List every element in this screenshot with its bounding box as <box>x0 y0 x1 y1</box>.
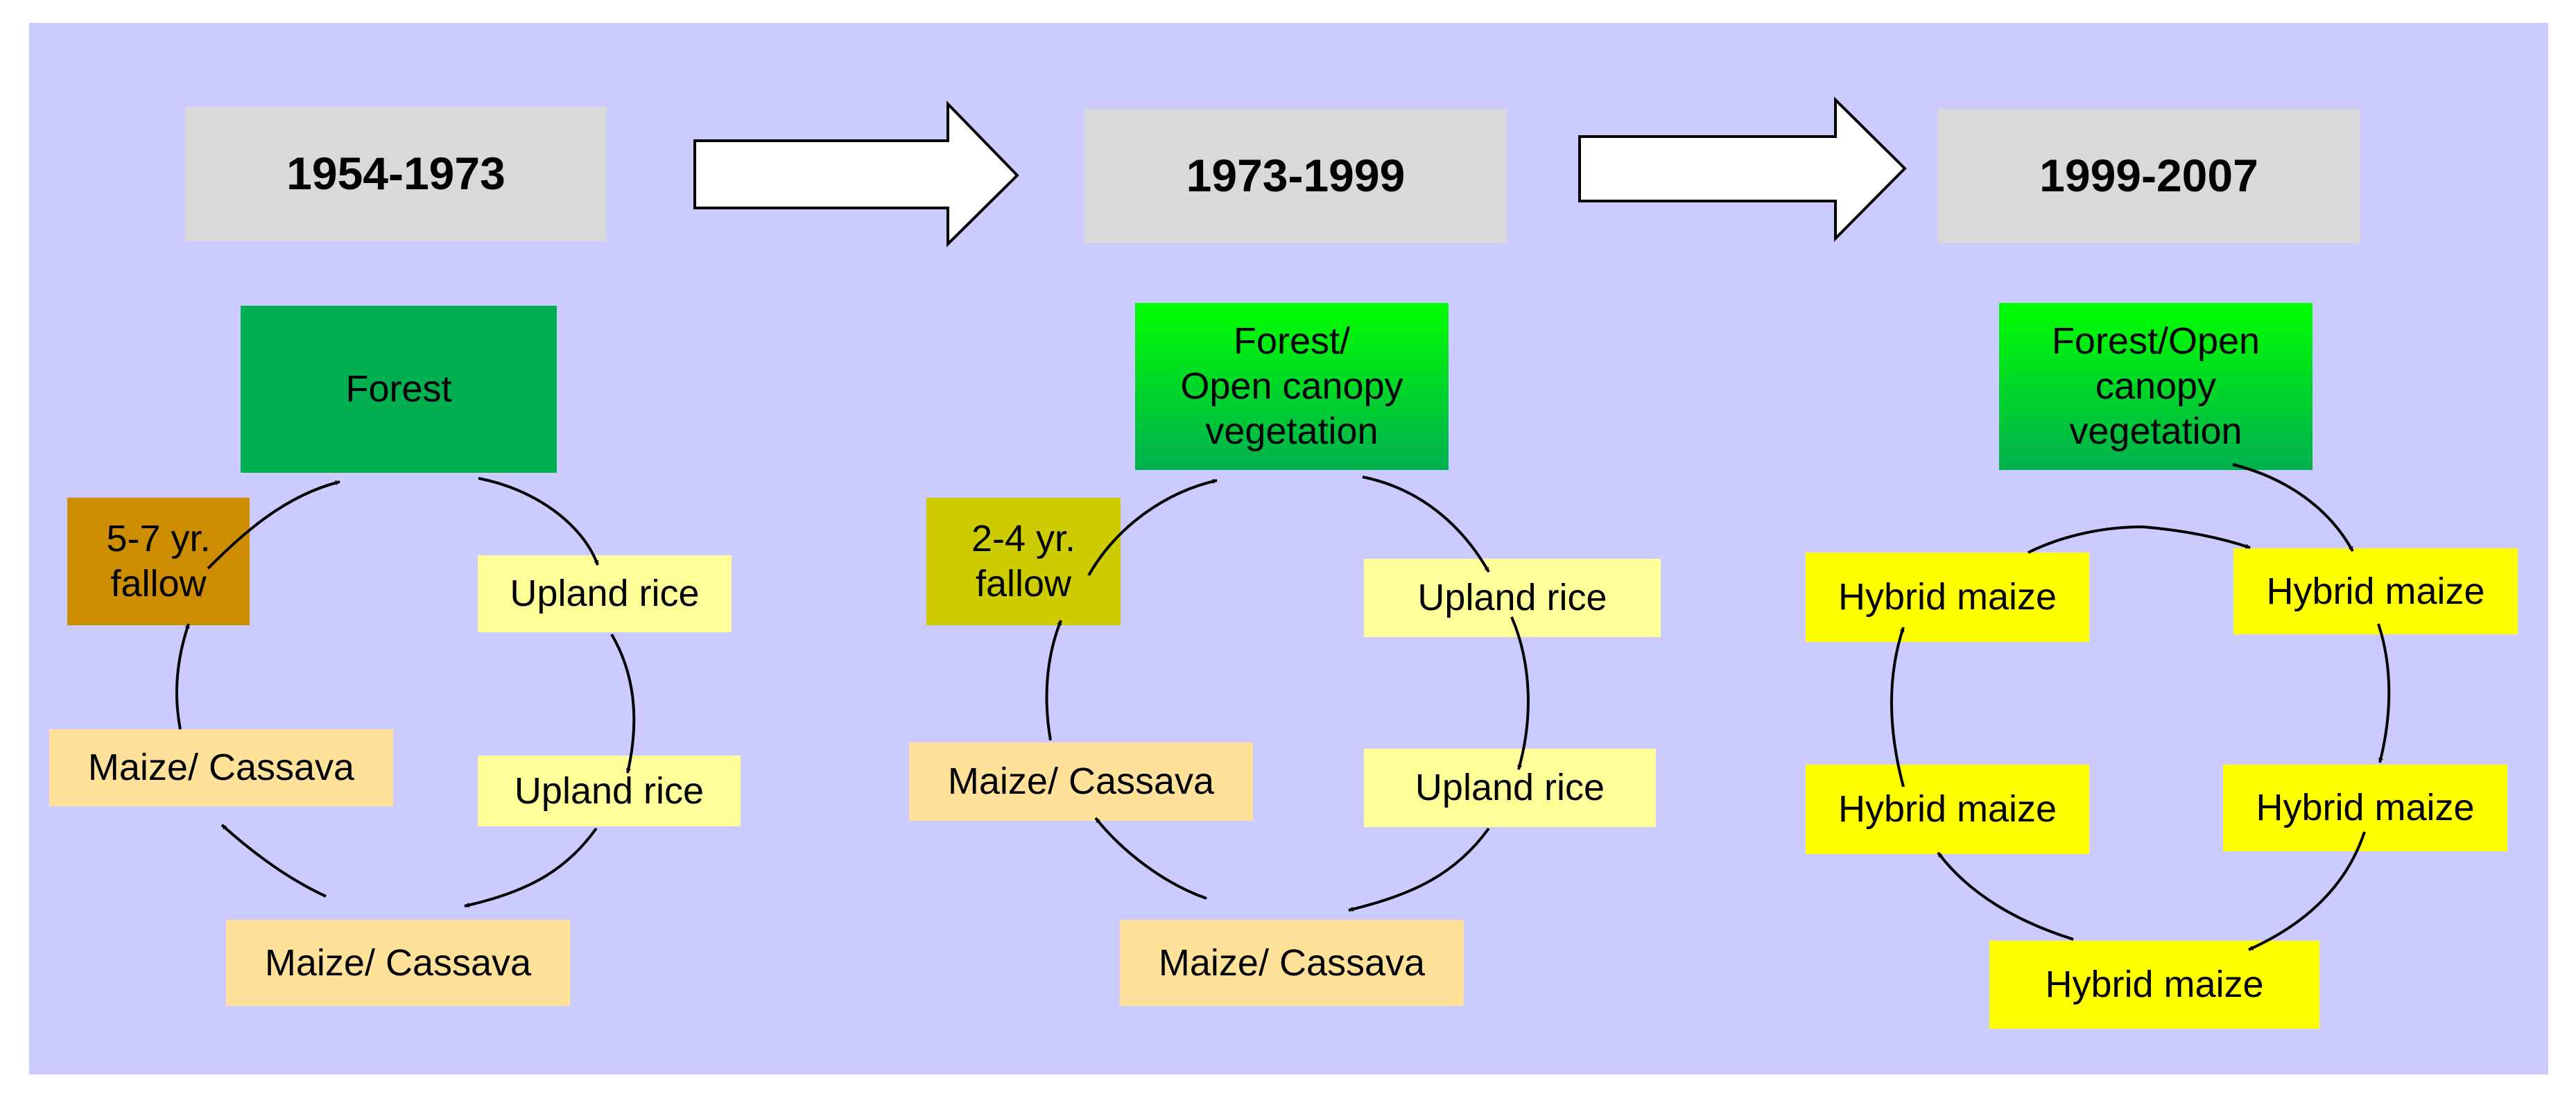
hybrid-maize-node-right-bottom: Hybrid maize <box>2223 765 2507 851</box>
link-cassava-to-fallow <box>175 623 190 730</box>
hybrid-maize-node-left-top: Hybrid maize <box>1806 552 2089 642</box>
link-fallow-to-forest <box>1087 478 1218 576</box>
link-hybrid-left-bottom-to-left-top <box>1890 627 1905 788</box>
link-rice-to-cassava <box>464 827 598 908</box>
maize-cassava-node-bottom: Maize/ Cassava <box>1120 920 1464 1006</box>
period-transition-arrow-1 <box>693 101 1019 247</box>
period-1954-1973: 1954-1973 <box>185 107 607 241</box>
link-hybrid-top-left-to-right <box>2028 525 2251 554</box>
link-hybrid-right-top-to-right-bottom <box>2377 623 2391 763</box>
hybrid-maize-node-bottom: Hybrid maize <box>1989 941 2319 1029</box>
link-hybrid-right-bottom-to-bottom <box>2248 831 2366 951</box>
period-transition-arrow-2 <box>1578 96 1907 242</box>
link-rice-to-rice <box>610 633 636 774</box>
period-1973-1999: 1973-1999 <box>1084 109 1507 243</box>
link-hybrid-bottom-to-left-bottom <box>1937 851 2074 941</box>
link-forest-to-hybrid <box>2232 463 2354 552</box>
maize-cassava-node-left: Maize/ Cassava <box>49 729 393 806</box>
upland-rice-node-2: Upland rice <box>1364 749 1656 827</box>
link-cassava-to-cassava <box>221 824 327 898</box>
link-forest-to-rice <box>1362 476 1490 573</box>
forest-open-canopy-node: Forest/ Open canopy vegetation <box>1135 303 1449 470</box>
maize-cassava-node-bottom: Maize/ Cassava <box>226 920 570 1006</box>
maize-cassava-node-left: Maize/ Cassava <box>909 742 1253 821</box>
fallow-5-7-node: 5-7 yr. fallow <box>67 498 250 625</box>
upland-rice-node-1: Upland rice <box>478 555 732 632</box>
period-1999-2007: 1999-2007 <box>1937 109 2360 243</box>
link-fallow-to-forest <box>207 480 340 570</box>
link-forest-to-rice <box>478 477 599 566</box>
forest-node: Forest <box>241 306 557 473</box>
fallow-2-4-node: 2-4 yr. fallow <box>926 498 1121 625</box>
upland-rice-node-1: Upland rice <box>1364 559 1661 637</box>
link-cassava-to-fallow <box>1045 620 1062 741</box>
link-cassava-to-cassava <box>1094 817 1207 900</box>
link-rice-to-cassava <box>1348 827 1490 912</box>
forest-open-canopy-node: Forest/Open canopy vegetation <box>1999 303 2313 470</box>
hybrid-maize-node-right-top: Hybrid maize <box>2233 548 2518 634</box>
hybrid-maize-node-left-bottom: Hybrid maize <box>1806 765 2089 854</box>
link-rice-to-rice <box>1510 616 1530 770</box>
upland-rice-node-2: Upland rice <box>478 756 741 826</box>
